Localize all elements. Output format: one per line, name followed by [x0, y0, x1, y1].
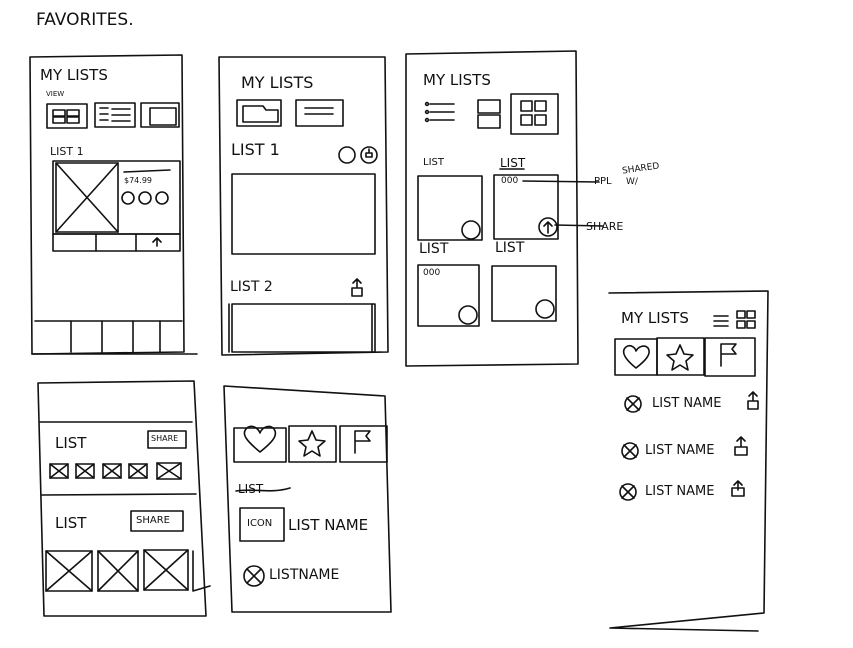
sketch5-icon-label: ICON	[247, 518, 273, 529]
sketch3-tile-label: LIST	[419, 241, 449, 257]
sketch6-row-name: LIST NAME	[645, 484, 715, 499]
sketch3-tile-label: LIST	[495, 240, 525, 256]
sketch4-share-button[interactable]: SHARE	[151, 434, 179, 443]
sketch5-row-name: LISTNAME	[269, 567, 340, 583]
sketch6-frame	[608, 290, 769, 632]
sketch4-list-label: LIST	[55, 514, 87, 532]
sketch1-view-label: VIEW	[46, 90, 65, 98]
sketch3-tile-dots: 000	[501, 176, 519, 186]
sketch1-item-label: $74.99	[124, 176, 152, 185]
sketch3-annotation-share: SHARE	[586, 220, 624, 233]
sketch6-row-name: LIST NAME	[652, 396, 722, 411]
page-title: FAVORITES.	[36, 10, 134, 30]
sketch6-row-name: LIST NAME	[645, 443, 715, 458]
sketch5-row-name: LIST NAME	[288, 516, 369, 534]
sketch2-list2-label: LIST 2	[230, 279, 273, 295]
sketch5-frame	[223, 385, 392, 613]
sketch2-frame	[218, 56, 389, 356]
sketch3-tile-dots: 000	[423, 268, 441, 278]
sketch4-list-label: LIST	[55, 434, 87, 452]
sketch2-list1-label: LIST 1	[231, 140, 280, 159]
sketch1-list-label: LIST 1	[50, 145, 84, 158]
sketch1-frame	[29, 54, 198, 355]
sketch3-annotation-ppl: PPL	[594, 176, 612, 187]
sketch3-tile-label: LIST	[500, 156, 526, 170]
sketch3-title: MY LISTS	[423, 71, 491, 89]
sketch4-frame	[37, 380, 211, 617]
sketch4-share-button[interactable]: SHARE	[136, 515, 170, 526]
sketch3-tile-label: LIST	[423, 157, 444, 168]
sketch1-title: MY LISTS	[40, 66, 108, 84]
sketch3-annotation-w: W/	[626, 177, 638, 187]
sketch5-crossed-label: LIST	[238, 482, 264, 496]
sketch3-frame	[405, 50, 604, 367]
sketch6-title: MY LISTS	[621, 309, 689, 327]
sketch2-title: MY LISTS	[241, 73, 314, 92]
